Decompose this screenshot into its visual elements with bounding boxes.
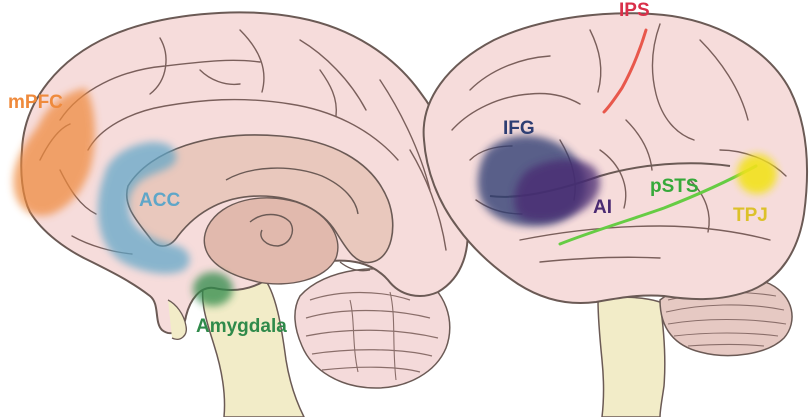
label-psts: pSTS: [650, 176, 699, 197]
label-ai: AI: [593, 197, 612, 218]
label-amygdala: Amygdala: [196, 316, 287, 337]
medial-brain-view: [13, 12, 467, 417]
label-ips: IPS: [619, 0, 650, 21]
label-tpj: TPJ: [733, 205, 768, 226]
label-ifg: IFG: [503, 118, 535, 139]
amygdala-region: [193, 272, 233, 306]
label-acc: ACC: [139, 190, 180, 211]
label-mpfc: mPFC: [8, 92, 63, 113]
lateral-brainstem: [598, 297, 665, 417]
tpj-region: [737, 154, 777, 194]
